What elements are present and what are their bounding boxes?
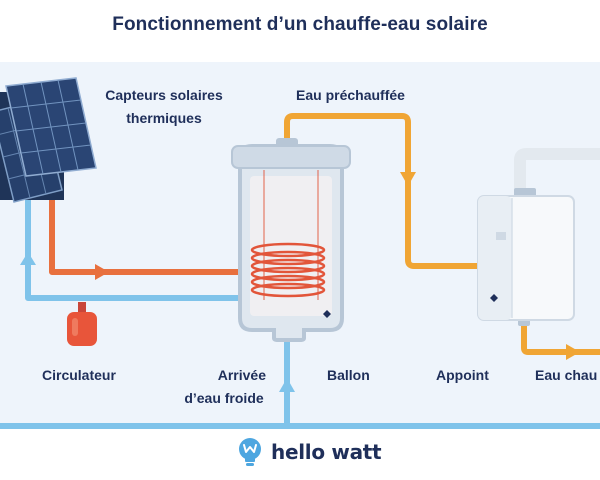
appoint-label: Appoint <box>436 367 489 383</box>
circulator-pump <box>67 302 97 346</box>
cold-flow-arrow <box>20 252 36 265</box>
arrivee-eau-froide-label: Arrivée d’eau froide <box>176 364 272 410</box>
capteurs-label-line1: Capteurs solaires <box>105 87 223 103</box>
brand-name: hello watt <box>271 440 382 464</box>
eau-chaude-label: Eau chau <box>535 367 598 383</box>
capteurs-label: Capteurs solaires thermiques <box>100 84 228 130</box>
heating-coil <box>250 242 326 298</box>
hot-water-out-arrow <box>566 344 580 360</box>
backup-heater <box>477 188 575 326</box>
cold-water-main-pipe <box>0 423 600 429</box>
ballon-label: Ballon <box>327 367 370 383</box>
circulateur-label: Circulateur <box>42 367 116 383</box>
solar-panels <box>0 77 97 203</box>
exhaust-flue <box>514 148 600 196</box>
brand-logo: hello watt <box>237 436 382 468</box>
capteurs-label-line2: thermiques <box>126 110 202 126</box>
storage-tank <box>231 138 351 342</box>
diagram-title: Fonctionnement d’un chauffe-eau solaire <box>112 14 488 35</box>
preheated-water-pipe <box>284 113 482 269</box>
arrivee-label-line2: d’eau froide <box>184 390 264 406</box>
ballon-marker <box>323 310 331 318</box>
bulb-icon <box>239 438 261 466</box>
solar-panel-front <box>5 77 97 177</box>
cold-inlet-arrow <box>279 378 295 392</box>
hot-flow-arrow <box>95 264 109 280</box>
hot-water-out-pipe <box>521 318 600 355</box>
appoint-marker <box>490 294 498 302</box>
arrivee-label-line1: Arrivée <box>217 367 266 383</box>
preheated-flow-arrow <box>400 172 416 186</box>
cold-return-pipe <box>25 188 240 301</box>
eau-prechauffee-label: Eau préchauffée <box>296 87 405 103</box>
hot-solar-pipe <box>49 188 250 275</box>
